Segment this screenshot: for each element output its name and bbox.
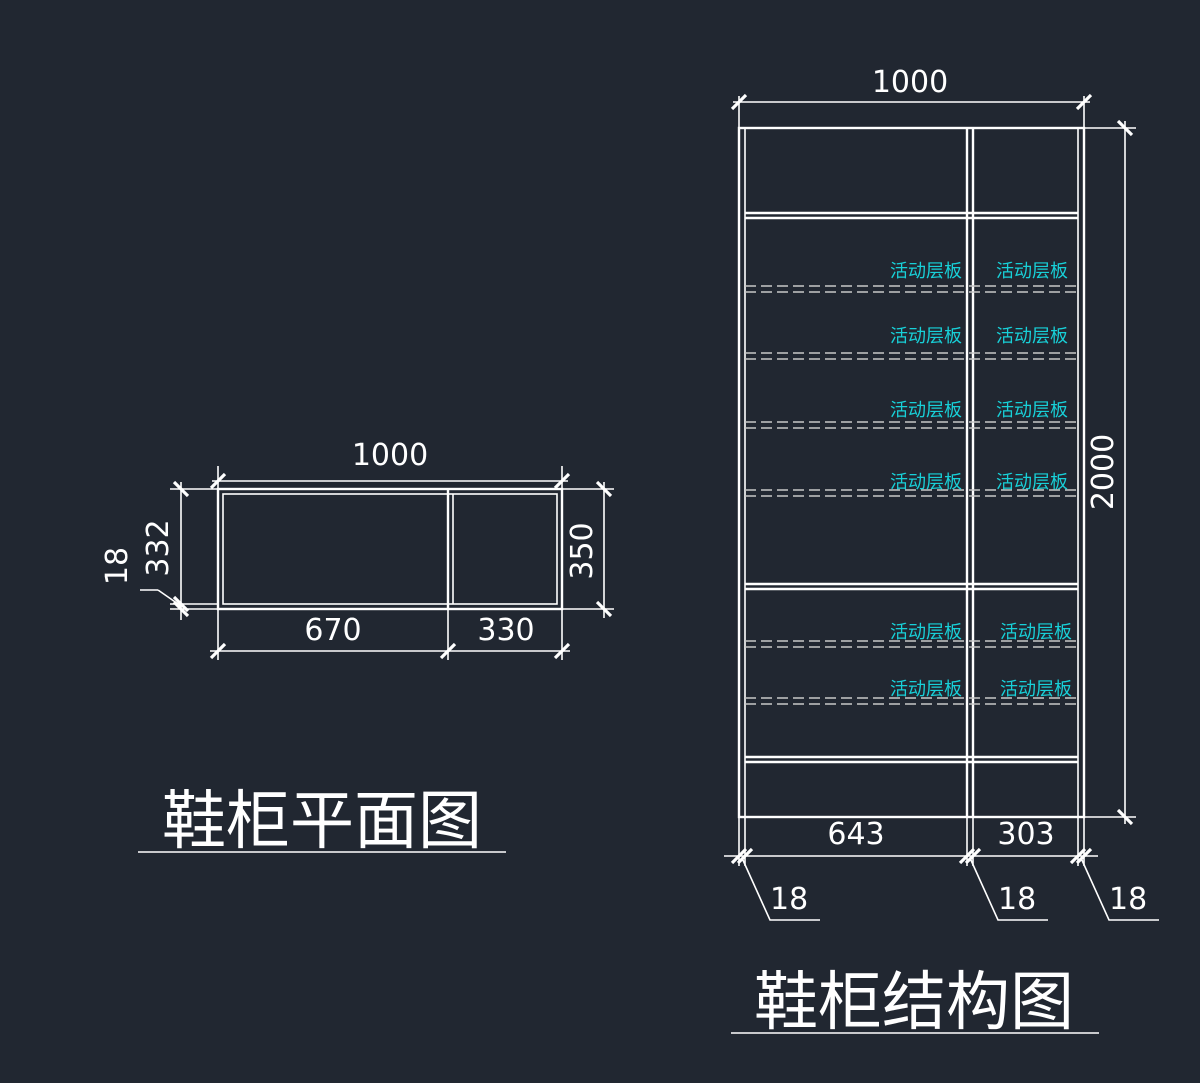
structure-dim-board-left: 18 [770,882,808,917]
shelf-label: 活动层板 [996,472,1068,493]
shelf-label: 活动层板 [890,622,962,643]
plan-dim-left: 332 18 [100,480,218,620]
plan-view-title: 鞋柜平面图 [162,785,482,859]
structure-dim-right-width: 303 [997,817,1054,852]
shelf-label: 活动层板 [1000,622,1072,643]
plan-dim-bottom: 670 330 [209,609,571,660]
plan-dim-top: 1000 [209,438,571,490]
structure-view-title: 鞋柜结构图 [754,966,1074,1040]
fixed-boards [745,211,1078,764]
structure-dim-left-width: 643 [827,817,884,852]
plan-inner-outline [222,493,558,605]
structure-view: 活动层板 活动层板 活动层板 活动层板 活动层板 活动层板 活动层板 活动层板 … [724,65,1159,1040]
structure-dim-height: 2000 [1086,434,1121,510]
structure-dim-top: 1000 [730,65,1093,128]
structure-dim-board-right: 18 [1109,882,1147,917]
shelf-label: 活动层板 [1000,679,1072,700]
plan-view: 1000 670 330 350 [100,438,614,859]
structure-dim-right: 2000 [1084,119,1136,826]
structure-dim-bottom: 643 303 18 18 18 [724,817,1159,921]
plan-dim-top-label: 1000 [352,438,428,473]
plan-dim-depth-outer: 350 [565,522,600,579]
shelf-label: 活动层板 [890,261,962,282]
shelf-label: 活动层板 [890,400,962,421]
shelf-labels: 活动层板 活动层板 活动层板 活动层板 活动层板 活动层板 活动层板 活动层板 … [890,261,1072,700]
shelf-label: 活动层板 [996,326,1068,347]
plan-outline [216,487,564,611]
structure-dim-board-mid: 18 [998,882,1036,917]
plan-dim-right-width: 330 [477,613,534,648]
shelf-label: 活动层板 [890,472,962,493]
adjustable-shelves [745,285,1078,705]
shelf-label: 活动层板 [996,400,1068,421]
plan-dim-board: 18 [100,547,135,585]
plan-dim-right: 350 [562,480,614,618]
structure-inner-outline [744,127,1079,818]
plan-dim-left-width: 670 [304,613,361,648]
structure-dim-top-label: 1000 [872,65,948,100]
shelf-label: 活动层板 [996,261,1068,282]
shelf-label: 活动层板 [890,679,962,700]
shelf-label: 活动层板 [890,326,962,347]
plan-dim-depth-inner: 332 [141,519,176,576]
